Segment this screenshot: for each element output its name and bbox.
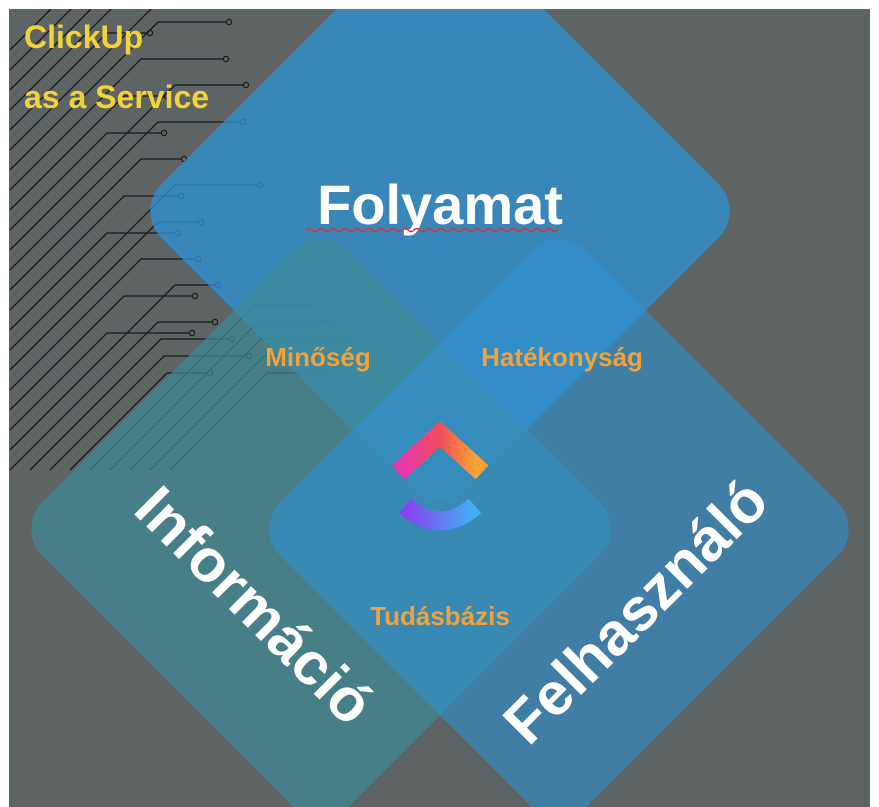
circuit-node [222, 55, 230, 63]
brand-line-2: as a Service [24, 79, 209, 115]
circuit-trace [9, 284, 215, 451]
circuit-trace [9, 95, 164, 211]
circuit-trace [9, 9, 112, 111]
circuit-trace [9, 9, 72, 71]
label-folyamat: Folyamat [317, 173, 563, 236]
circuit-node [188, 329, 196, 337]
circuit-trace [9, 84, 243, 251]
spellcheck-underline [305, 227, 559, 233]
circuit-trace [9, 21, 226, 171]
circuit-node [225, 18, 233, 26]
circuit-trace [9, 9, 92, 91]
circuit-node [160, 129, 168, 137]
clickup-logo-icon [391, 421, 489, 531]
circuit-node [191, 292, 199, 300]
circuit-trace [9, 121, 240, 271]
circuit-trace [9, 132, 161, 231]
label-tudasbazis: Tudásbázis [370, 601, 510, 631]
circuit-trace [9, 232, 175, 331]
circuit-trace [9, 9, 152, 151]
circuit-trace [9, 58, 223, 191]
circuit-trace [9, 32, 147, 131]
label-hatekonysag: Hatékonyság [481, 342, 643, 372]
circuit-trace [9, 158, 181, 291]
brand-line-1: ClickUp [24, 19, 143, 55]
circuit-trace [9, 258, 195, 391]
circuit-node [211, 318, 219, 326]
circuit-lines-decoration [9, 9, 350, 471]
circuit-node [242, 81, 250, 89]
circuit-trace [9, 332, 189, 431]
diamond-felhasznalo [269, 239, 849, 807]
label-minoseg: Minőség [265, 342, 370, 372]
circuit-trace [9, 295, 192, 411]
circuit-trace [9, 321, 212, 471]
